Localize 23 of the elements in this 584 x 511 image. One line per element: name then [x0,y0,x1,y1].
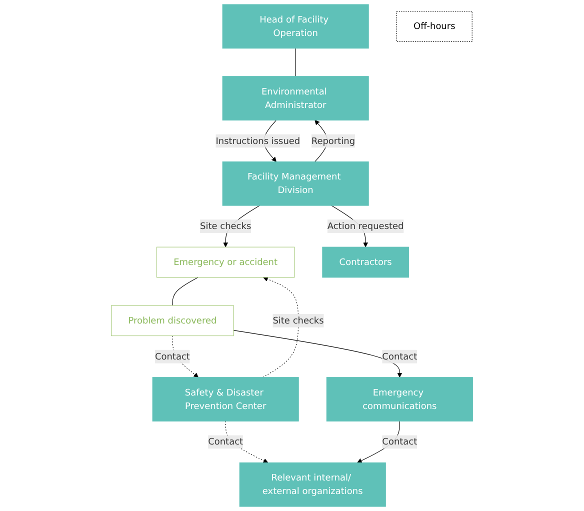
node-box: Facility Management Division [222,161,369,206]
node-box: Emergency communications [326,377,473,422]
edge-label: Contact [382,436,418,447]
edge-label: Contact [382,350,418,362]
node-box: Safety & Disaster Prevention Center [152,377,299,422]
node-box: Head of Facility Operation [222,4,369,49]
edge-label: Site checks [200,220,252,232]
edge-label: Reporting [311,135,356,146]
connector [172,277,198,306]
arrow [233,330,402,378]
connector [295,48,296,77]
node-box: Emergency or accident [156,246,295,278]
edge-label: Site checks [272,315,324,326]
edge-label: Action requested [327,220,404,232]
edge-label: Contact [154,350,190,362]
node-box: Relevant internal/ external organizations [239,462,386,507]
node-box: Environmental Administrator [222,76,369,120]
arrow [262,276,299,378]
edge-label: Contact [208,436,244,447]
node-box: Contractors [322,246,409,278]
edge-label: Instructions issued [216,135,300,146]
node-box: Problem discovered [111,305,234,336]
node-box: Off-hours [396,10,472,42]
